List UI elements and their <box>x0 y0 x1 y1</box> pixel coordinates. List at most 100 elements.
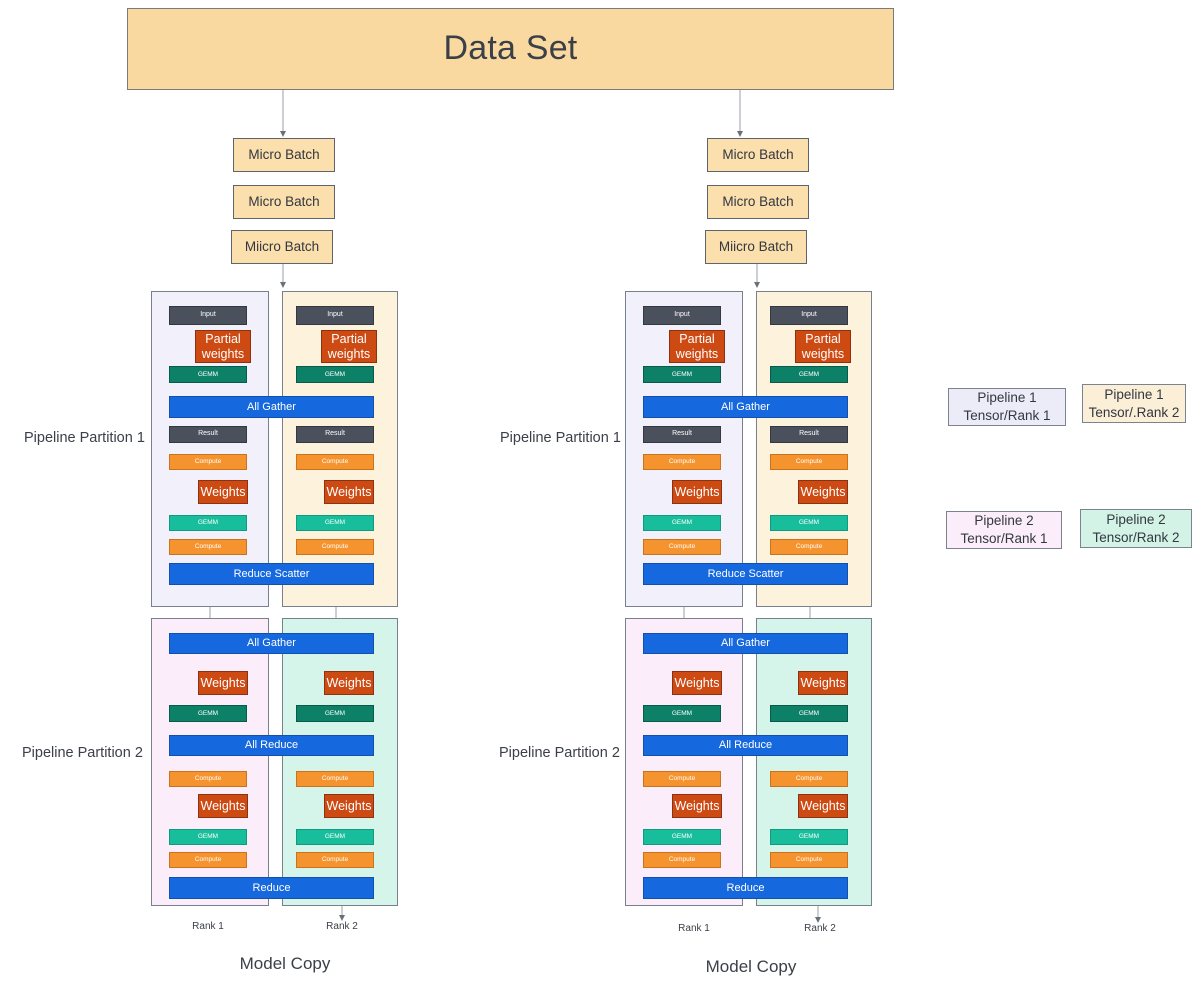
gemm-box-right-rank1-b: GEMM <box>643 515 721 531</box>
gemm-box-left-rank2-a: GEMM <box>296 366 374 383</box>
label-pipeline-partition-1-right: Pipeline Partition 1 <box>500 430 621 446</box>
result-box-left-rank2: Result <box>296 426 374 443</box>
partial-weights-box-left-rank1: Partial weights <box>195 330 251 363</box>
gemm-box-right-rank1-a: GEMM <box>643 366 721 383</box>
result-box-left-rank1: Result <box>169 426 247 443</box>
compute-box-left-rank2-b: Compute <box>296 539 374 555</box>
partial-weights-line2: weights <box>327 346 371 361</box>
gemm-box-right-rank2-c: GEMM <box>770 705 848 722</box>
compute-box-left-rank1-d: Compute <box>169 852 247 868</box>
reduce-scatter-bar-right: Reduce Scatter <box>643 563 848 585</box>
reduce-bar-left: Reduce <box>169 877 374 899</box>
partial-weights-box-left-rank2: Partial weights <box>321 330 377 363</box>
rank-label-left-2: Rank 2 <box>326 921 358 932</box>
partial-weights-box-right-rank1: Partial weights <box>669 330 725 363</box>
label-pipeline-partition-2-right: Pipeline Partition 2 <box>499 745 620 761</box>
legend-line1: Pipeline 2 <box>974 513 1034 529</box>
legend-line2: Tensor/Rank 2 <box>1092 529 1180 545</box>
all-gather-bar-right-p1: All Gather <box>643 396 848 418</box>
result-box-right-rank1: Result <box>643 426 721 443</box>
label-pipeline-partition-1-left: Pipeline Partition 1 <box>24 430 145 446</box>
micro-batch-left-1: Micro Batch <box>233 138 335 172</box>
weights-box-left-rank1-c: Weights <box>198 671 248 695</box>
compute-box-right-rank1-d: Compute <box>643 852 721 868</box>
legend-line1: Pipeline 1 <box>977 390 1037 406</box>
partial-weights-line2: weights <box>675 346 719 361</box>
gemm-box-right-rank1-c: GEMM <box>643 705 721 722</box>
compute-box-right-rank1-c: Compute <box>643 771 721 787</box>
weights-box-right-rank2-a: Weights <box>798 480 848 504</box>
micro-batch-right-2: Micro Batch <box>707 185 809 219</box>
input-box-left-rank1: Input <box>169 306 247 325</box>
weights-box-right-rank1-a: Weights <box>672 480 722 504</box>
reduce-scatter-bar-left: Reduce Scatter <box>169 563 374 585</box>
partial-weights-line1: Partial <box>805 332 841 347</box>
gemm-box-left-rank1-b: GEMM <box>169 515 247 531</box>
gemm-box-left-rank1-a: GEMM <box>169 366 247 383</box>
compute-box-left-rank1-b: Compute <box>169 539 247 555</box>
legend-pipeline2-rank1: Pipeline 2 Tensor/Rank 1 <box>946 511 1062 549</box>
micro-batch-left-3: Miicro Batch <box>231 230 333 264</box>
compute-box-right-rank2-a: Compute <box>770 454 848 470</box>
compute-box-right-rank1-a: Compute <box>643 454 721 470</box>
legend-pipeline1-rank2: Pipeline 1 Tensor/.Rank 2 <box>1082 384 1186 423</box>
input-box-right-rank1: Input <box>643 306 721 325</box>
compute-box-left-rank1-a: Compute <box>169 454 247 470</box>
weights-box-left-rank1-a: Weights <box>198 480 248 504</box>
rank-label-right-1: Rank 1 <box>678 923 710 934</box>
micro-batch-right-1: Micro Batch <box>707 138 809 172</box>
micro-batch-right-3: Miicro Batch <box>705 230 807 264</box>
rank-label-right-2: Rank 2 <box>804 923 836 934</box>
compute-box-right-rank2-b: Compute <box>770 539 848 555</box>
compute-box-right-rank2-d: Compute <box>770 852 848 868</box>
compute-box-left-rank2-c: Compute <box>296 771 374 787</box>
gemm-box-left-rank1-d: GEMM <box>169 829 247 845</box>
weights-box-right-rank2-d: Weights <box>798 794 848 818</box>
weights-box-left-rank2-d: Weights <box>324 794 374 818</box>
weights-box-left-rank1-d: Weights <box>198 794 248 818</box>
all-gather-bar-right-p2: All Gather <box>643 633 848 654</box>
weights-box-left-rank2-c: Weights <box>324 671 374 695</box>
weights-box-left-rank2-a: Weights <box>324 480 374 504</box>
all-reduce-bar-left: All Reduce <box>169 735 374 756</box>
legend-line2: Tensor/Rank 1 <box>960 531 1048 546</box>
gemm-box-right-rank2-b: GEMM <box>770 515 848 531</box>
partial-weights-line1: Partial <box>205 332 241 347</box>
partial-weights-line2: weights <box>201 346 245 361</box>
compute-box-right-rank2-c: Compute <box>770 771 848 787</box>
gemm-box-left-rank2-c: GEMM <box>296 705 374 722</box>
gemm-box-left-rank2-b: GEMM <box>296 515 374 531</box>
compute-box-left-rank2-d: Compute <box>296 852 374 868</box>
partial-weights-line1: Partial <box>679 332 715 347</box>
legend-line1: Pipeline 1 <box>1104 386 1164 402</box>
legend-line2: Tensor/Rank 1 <box>963 408 1051 423</box>
partial-weights-line2: weights <box>801 346 845 361</box>
gemm-box-left-rank1-c: GEMM <box>169 705 247 722</box>
compute-box-left-rank2-a: Compute <box>296 454 374 470</box>
weights-box-right-rank1-c: Weights <box>672 671 722 695</box>
rank-label-left-1: Rank 1 <box>192 921 224 932</box>
result-box-right-rank2: Result <box>770 426 848 443</box>
model-copy-label-right: Model Copy <box>705 957 797 976</box>
all-gather-bar-left-p2: All Gather <box>169 633 374 654</box>
all-gather-bar-left-p1: All Gather <box>169 396 374 418</box>
legend-line2: Tensor/.Rank 2 <box>1088 404 1180 420</box>
legend-line1: Pipeline 2 <box>1106 511 1166 527</box>
dataset-box: Data Set <box>127 8 894 90</box>
gemm-box-right-rank1-d: GEMM <box>643 829 721 845</box>
weights-box-right-rank1-d: Weights <box>672 794 722 818</box>
input-box-right-rank2: Input <box>770 306 848 325</box>
legend-pipeline1-rank1: Pipeline 1 Tensor/Rank 1 <box>948 388 1066 426</box>
model-copy-label-left: Model Copy <box>239 954 331 973</box>
legend-pipeline2-rank2: Pipeline 2 Tensor/Rank 2 <box>1080 509 1192 548</box>
gemm-box-right-rank2-d: GEMM <box>770 829 848 845</box>
reduce-bar-right: Reduce <box>643 877 848 899</box>
gemm-box-right-rank2-a: GEMM <box>770 366 848 383</box>
partial-weights-box-right-rank2: Partial weights <box>795 330 851 363</box>
all-reduce-bar-right: All Reduce <box>643 735 848 756</box>
micro-batch-left-2: Micro Batch <box>233 185 335 219</box>
input-box-left-rank2: Input <box>296 306 374 325</box>
gemm-box-left-rank2-d: GEMM <box>296 829 374 845</box>
compute-box-left-rank1-c: Compute <box>169 771 247 787</box>
